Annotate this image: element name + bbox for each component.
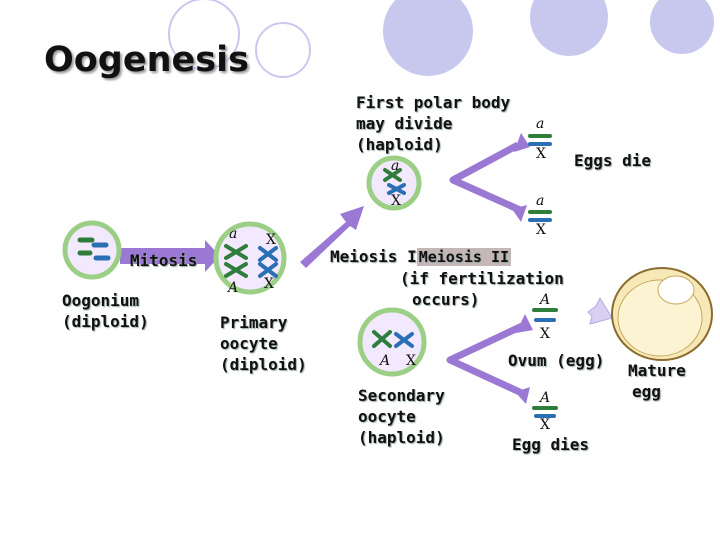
polar-body-allele-a: a bbox=[391, 158, 400, 174]
mature-egg-cell bbox=[611, 267, 713, 361]
polar-bottom-allele-a: a bbox=[536, 193, 545, 209]
ovum-allele-A: A bbox=[540, 292, 551, 308]
secondary-oocyte-label: Secondary oocyte (haploid) bbox=[358, 386, 445, 447]
meiosis-2-label: Meiosis II bbox=[416, 248, 512, 266]
polar-top-allele-a: a bbox=[536, 116, 545, 132]
primary-oocyte-allele-a: a bbox=[229, 226, 238, 242]
ovum-arrowhead bbox=[516, 314, 533, 333]
decor-circle-3 bbox=[383, 0, 473, 76]
egg-dies-chromosomes bbox=[532, 406, 558, 418]
primary-oocyte-label: Primary oocyte (diploid) bbox=[220, 313, 307, 374]
mature-egg-label: Mature egg bbox=[628, 361, 686, 401]
eggs-die-label: Eggs die bbox=[574, 151, 652, 170]
fertilization-label: (if fertilization occurs) bbox=[400, 269, 564, 309]
polar-body-arrowhead-bottom bbox=[512, 205, 527, 222]
secondary-oocyte-x: X bbox=[406, 353, 416, 369]
first-polar-body-cell bbox=[366, 155, 422, 211]
polar-top-x: X bbox=[536, 146, 546, 162]
secondary-oocyte-cell bbox=[357, 307, 427, 377]
ovum-x: X bbox=[540, 326, 550, 342]
primary-oocyte-x-top: X bbox=[266, 232, 276, 248]
egg-dies-x: X bbox=[540, 417, 550, 433]
ovum-label: Ovum (egg) bbox=[508, 351, 605, 370]
mitosis-label: Mitosis bbox=[130, 251, 198, 270]
polar-bottom-x: X bbox=[536, 222, 546, 238]
meiosis-1-arrow bbox=[300, 206, 364, 268]
meiosis-1-label: Meiosis I bbox=[330, 247, 417, 266]
decor-circle-2 bbox=[255, 22, 311, 78]
polar-body-product-top bbox=[528, 134, 552, 146]
egg-dies-allele-A: A bbox=[540, 390, 551, 406]
decor-circle-1 bbox=[168, 0, 240, 70]
polar-body-x: X bbox=[391, 193, 401, 209]
decor-circle-5 bbox=[650, 0, 714, 54]
oogonium-cell bbox=[62, 220, 122, 280]
ovum-chromosomes bbox=[532, 308, 558, 322]
primary-oocyte-allele-A: A bbox=[228, 280, 239, 296]
oogonium-label: Oogonium (diploid) bbox=[62, 291, 149, 331]
primary-oocyte-x-bottom: X bbox=[264, 276, 274, 292]
egg-dies-arrowhead bbox=[515, 387, 530, 404]
secondary-oocyte-allele-A: A bbox=[380, 353, 391, 369]
primary-oocyte-cell bbox=[213, 221, 287, 295]
first-polar-body-label: First polar body may divide (haploid) bbox=[356, 93, 511, 154]
egg-dies-label: Egg dies bbox=[512, 435, 590, 454]
polar-body-arrowhead-top bbox=[514, 133, 530, 152]
polar-body-branch bbox=[449, 141, 522, 214]
polar-body-product-bottom bbox=[528, 210, 552, 222]
mitosis-arrow bbox=[120, 240, 220, 272]
secondary-oocyte-branch bbox=[446, 322, 526, 398]
page-title: Oogenesis bbox=[44, 40, 249, 80]
